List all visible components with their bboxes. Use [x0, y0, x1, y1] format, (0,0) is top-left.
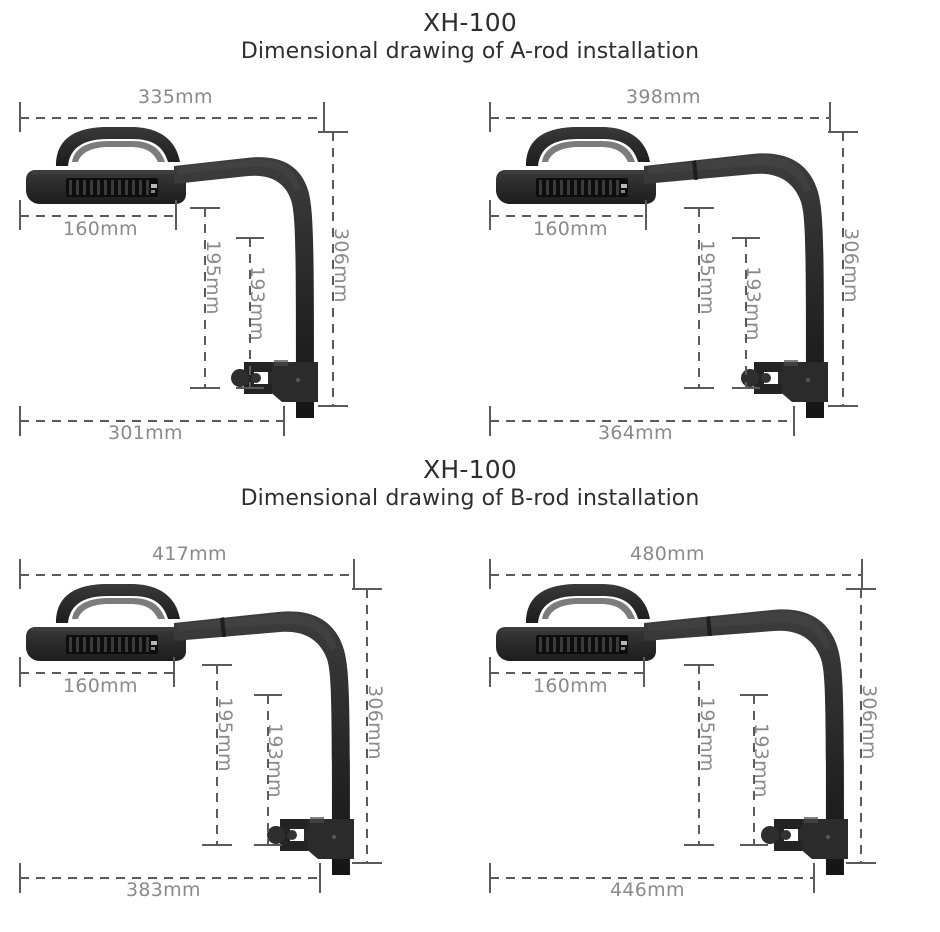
dim-label-drop-inner: 193mm: [246, 266, 268, 341]
dim-label-top-width: 480mm: [630, 543, 705, 565]
lamp-head: [496, 127, 656, 204]
dim-label-height: 306mm: [840, 228, 862, 303]
section-subtitle-a-rod: Dimensional drawing of A-rod installatio…: [240, 39, 700, 64]
arm-segment-joint: [692, 160, 698, 180]
dimension-drop-inner: [236, 237, 264, 389]
section-subtitle-b-rod: Dimensional drawing of B-rod installatio…: [240, 486, 700, 511]
dim-label-drop-outer: 195mm: [696, 697, 718, 772]
clamp-mount: [741, 360, 828, 402]
dimension-height: [352, 588, 382, 864]
drawing-b-rod-long: 480mm 160mm 195mm 193mm 306mm 446mm: [468, 543, 938, 925]
dim-label-head-width: 160mm: [63, 675, 138, 697]
dim-label-drop-outer: 195mm: [214, 697, 236, 772]
drawing-canvas-b-rod-short: [19, 559, 382, 893]
arm-segment-joint: [220, 617, 226, 637]
dimension-head-width: [489, 657, 645, 687]
dimension-drop-outer: [684, 664, 714, 846]
model-name-b-rod: XH-100: [423, 455, 517, 484]
drawing-canvas-a-rod-long: [489, 102, 858, 436]
drawing-canvas-a-rod-short: [19, 102, 348, 436]
dimension-drop-outer: [190, 207, 220, 389]
dimension-drop-inner: [732, 237, 760, 389]
drawing-b-rod-short: 417mm 160mm 195mm 193mm 306mm 383mm: [8, 543, 478, 925]
dim-label-top-width: 398mm: [626, 86, 701, 108]
dim-label-height: 306mm: [364, 685, 386, 760]
dim-label-drop-inner: 193mm: [750, 723, 772, 798]
lamp-head: [26, 127, 186, 204]
dimension-top-width: [19, 559, 355, 589]
dimension-drop-outer: [684, 207, 714, 389]
dimension-drop-inner: [254, 694, 282, 846]
arm-segment-joint: [706, 616, 712, 636]
dim-label-bottom-width: 446mm: [610, 879, 685, 901]
section-title-a-rod: XH-100 Dimensional drawing of A-rod inst…: [0, 8, 940, 66]
dim-label-drop-inner: 193mm: [742, 266, 764, 341]
drawing-a-rod-long: 398mm 160mm 195mm 193mm 306mm 364mm: [478, 86, 940, 468]
clamp-mount: [231, 360, 318, 402]
dim-label-head-width: 160mm: [533, 675, 608, 697]
dim-label-drop-outer: 195mm: [202, 240, 224, 315]
dimension-bottom-width: [19, 863, 321, 893]
dim-label-bottom-width: 364mm: [598, 422, 673, 444]
dimension-top-width: [489, 102, 831, 132]
dim-label-height: 306mm: [330, 228, 352, 303]
dim-label-top-width: 417mm: [152, 543, 227, 565]
dimension-bottom-width: [489, 863, 815, 893]
dimension-top-width: [19, 102, 325, 132]
dimension-height: [828, 131, 858, 407]
dimension-drop-inner: [740, 694, 768, 846]
dimension-head-width: [489, 200, 647, 230]
lamp-arm-extended: [644, 609, 844, 875]
model-name-a-rod: XH-100: [423, 8, 517, 37]
dimension-drop-outer: [202, 664, 232, 846]
dim-label-drop-outer: 195mm: [696, 240, 718, 315]
dimension-height: [318, 131, 348, 407]
drawing-a-rod-short: 335mm 160mm 195mm 193mm 306mm 301mm: [8, 86, 478, 468]
dim-label-height: 306mm: [858, 685, 880, 760]
dimension-bottom-width: [19, 406, 285, 436]
dimension-head-width: [19, 200, 177, 230]
dimension-head-width: [19, 657, 175, 687]
dim-label-head-width: 160mm: [533, 218, 608, 240]
clamp-mount: [267, 817, 354, 859]
lamp-head: [496, 584, 656, 661]
dim-label-drop-inner: 193mm: [264, 723, 286, 798]
dimension-height: [846, 588, 876, 864]
dim-label-bottom-width: 301mm: [108, 422, 183, 444]
section-title-b-rod: XH-100 Dimensional drawing of B-rod inst…: [0, 455, 940, 513]
lamp-head: [26, 584, 186, 661]
clamp-mount: [761, 817, 848, 859]
dim-label-bottom-width: 383mm: [126, 879, 201, 901]
dim-label-head-width: 160mm: [63, 218, 138, 240]
dim-label-top-width: 335mm: [138, 86, 213, 108]
dimension-top-width: [489, 559, 863, 589]
dimension-bottom-width: [489, 406, 795, 436]
drawing-canvas-b-rod-long: [489, 559, 876, 893]
